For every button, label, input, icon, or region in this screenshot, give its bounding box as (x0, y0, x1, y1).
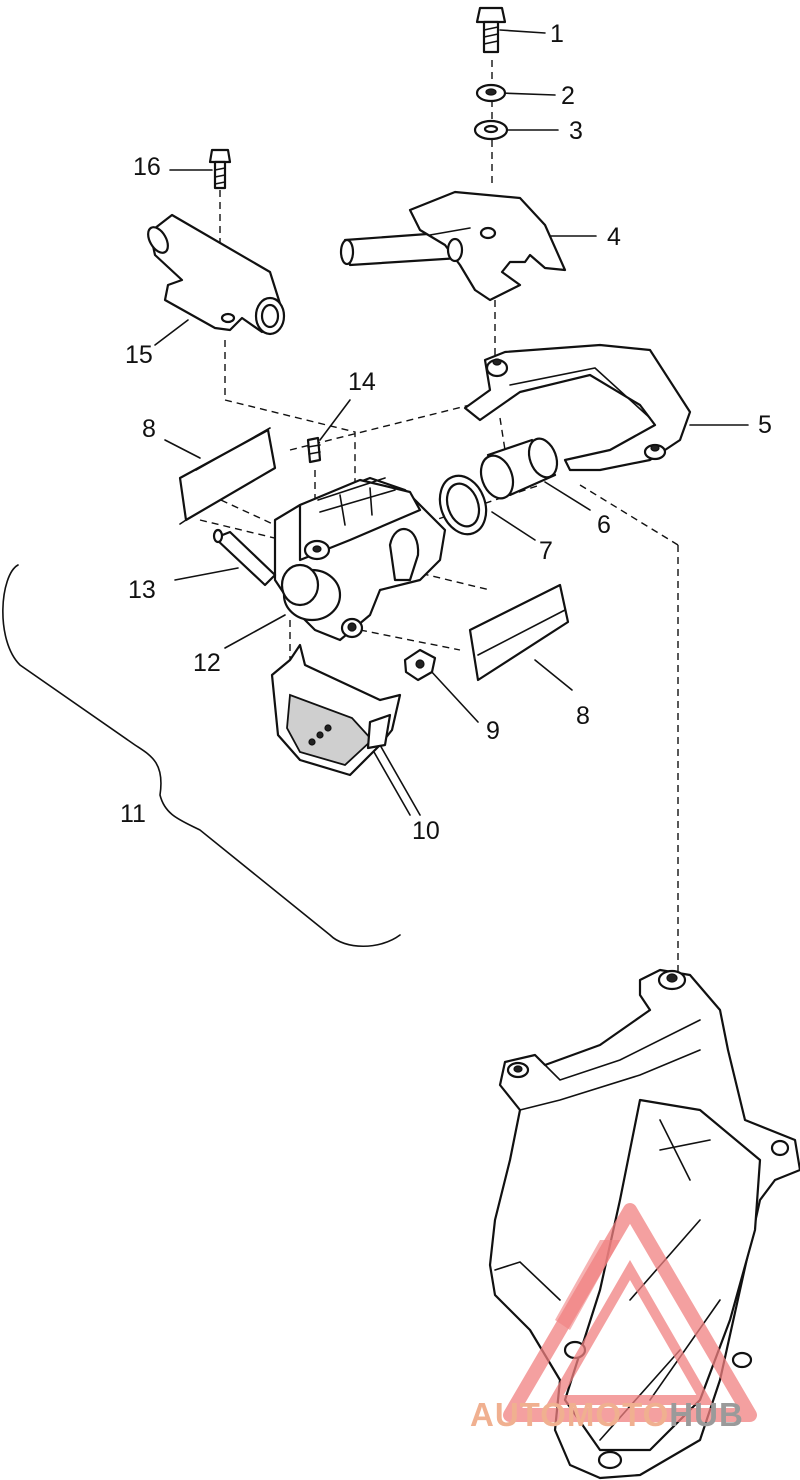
part-2-lock-washer (475, 83, 507, 103)
callout-7: 7 (539, 537, 553, 565)
part-15-housing (147, 213, 286, 336)
part-4-bracket (339, 190, 567, 302)
callout-3: 3 (569, 117, 583, 145)
assembly-lines (199, 60, 679, 975)
part-12-caliper (273, 476, 447, 642)
callout-12: 12 (193, 649, 221, 677)
part-9-nut (403, 648, 437, 682)
callout-8a: 8 (142, 415, 156, 443)
part-11-bracket-brace (2, 564, 401, 948)
leader-lines (154, 29, 749, 816)
callout-9: 9 (486, 717, 500, 745)
callout-6: 6 (597, 511, 611, 539)
watermark-hub: HUB (669, 1396, 744, 1433)
callout-8b: 8 (576, 702, 590, 730)
callout-16: 16 (133, 153, 161, 181)
part-14-bleed-valve (306, 436, 322, 464)
callout-1: 1 (550, 20, 564, 48)
part-13-bleeder (212, 528, 277, 587)
callout-14: 14 (348, 368, 376, 396)
part-5-frame (463, 343, 692, 472)
callout-10: 10 (412, 817, 440, 845)
callout-11: 11 (120, 800, 146, 828)
callout-4: 4 (607, 223, 621, 251)
callout-5: 5 (758, 411, 772, 439)
callout-2: 2 (561, 82, 575, 110)
part-7-o-ring (438, 474, 488, 536)
part-8a-shim (178, 427, 277, 525)
part-3-flat-washer (473, 119, 509, 141)
part-6-sleeve (479, 437, 559, 500)
callout-15: 15 (125, 341, 153, 369)
part-8b-shim (468, 583, 570, 682)
watermark-auto: AUTO (470, 1396, 567, 1433)
watermark-logo (503, 1203, 757, 1422)
callout-13: 13 (128, 576, 156, 604)
watermark-text: AUTOMOTOHUB (470, 1396, 744, 1434)
part-16-bolt (208, 148, 232, 190)
part-10-brake-pads (270, 643, 402, 777)
part-1-bolt (475, 6, 507, 54)
watermark-moto: MOTO (566, 1396, 670, 1433)
